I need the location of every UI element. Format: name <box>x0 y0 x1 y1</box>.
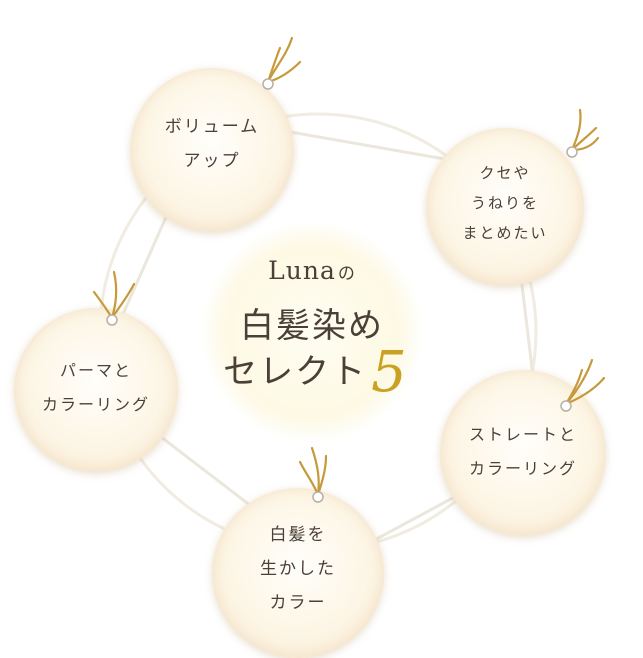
tag-line: うねりを <box>470 194 539 212</box>
tag-line: ボリューム <box>164 117 260 137</box>
tag-text: 白髪を 生かした カラー <box>212 518 384 620</box>
tag-frizz-control[interactable]: クセや うねりを まとめたい <box>426 128 584 286</box>
tag-text: パーマと カラーリング <box>14 354 178 422</box>
tag-text: ストレートと カラーリング <box>440 418 606 486</box>
tag-line: カラーリング <box>468 459 577 478</box>
title-number: 5 <box>371 340 409 405</box>
tag-line: カラーリング <box>41 395 150 414</box>
tag-straight-and-color[interactable]: ストレートと カラーリング <box>440 370 606 536</box>
title-line2: 白髪染め <box>240 306 384 346</box>
tag-line: 白髪を <box>269 525 327 545</box>
tag-line: パーマと <box>59 361 132 380</box>
tag-gray-hair-color[interactable]: 白髪を 生かした カラー <box>212 488 384 658</box>
tag-text: ボリューム アップ <box>130 110 294 178</box>
tag-line: クセや <box>479 164 531 182</box>
tag-line: ストレートと <box>468 425 577 444</box>
tag-text: クセや うねりを まとめたい <box>426 158 584 248</box>
tag-line: カラー <box>269 593 327 613</box>
title-line3: セレクト <box>223 352 368 392</box>
tag-volume-up[interactable]: ボリューム アップ <box>130 68 294 232</box>
tag-line: 生かした <box>260 559 336 579</box>
tag-line: まとめたい <box>462 224 548 242</box>
center-glow <box>202 222 422 442</box>
title-particle: の <box>337 264 356 284</box>
title-brand: Luna <box>268 256 336 285</box>
tag-line: アップ <box>183 151 241 171</box>
tag-perm-and-color[interactable]: パーマと カラーリング <box>14 308 178 472</box>
title-line3-wrap: セレクト5 <box>210 340 422 405</box>
